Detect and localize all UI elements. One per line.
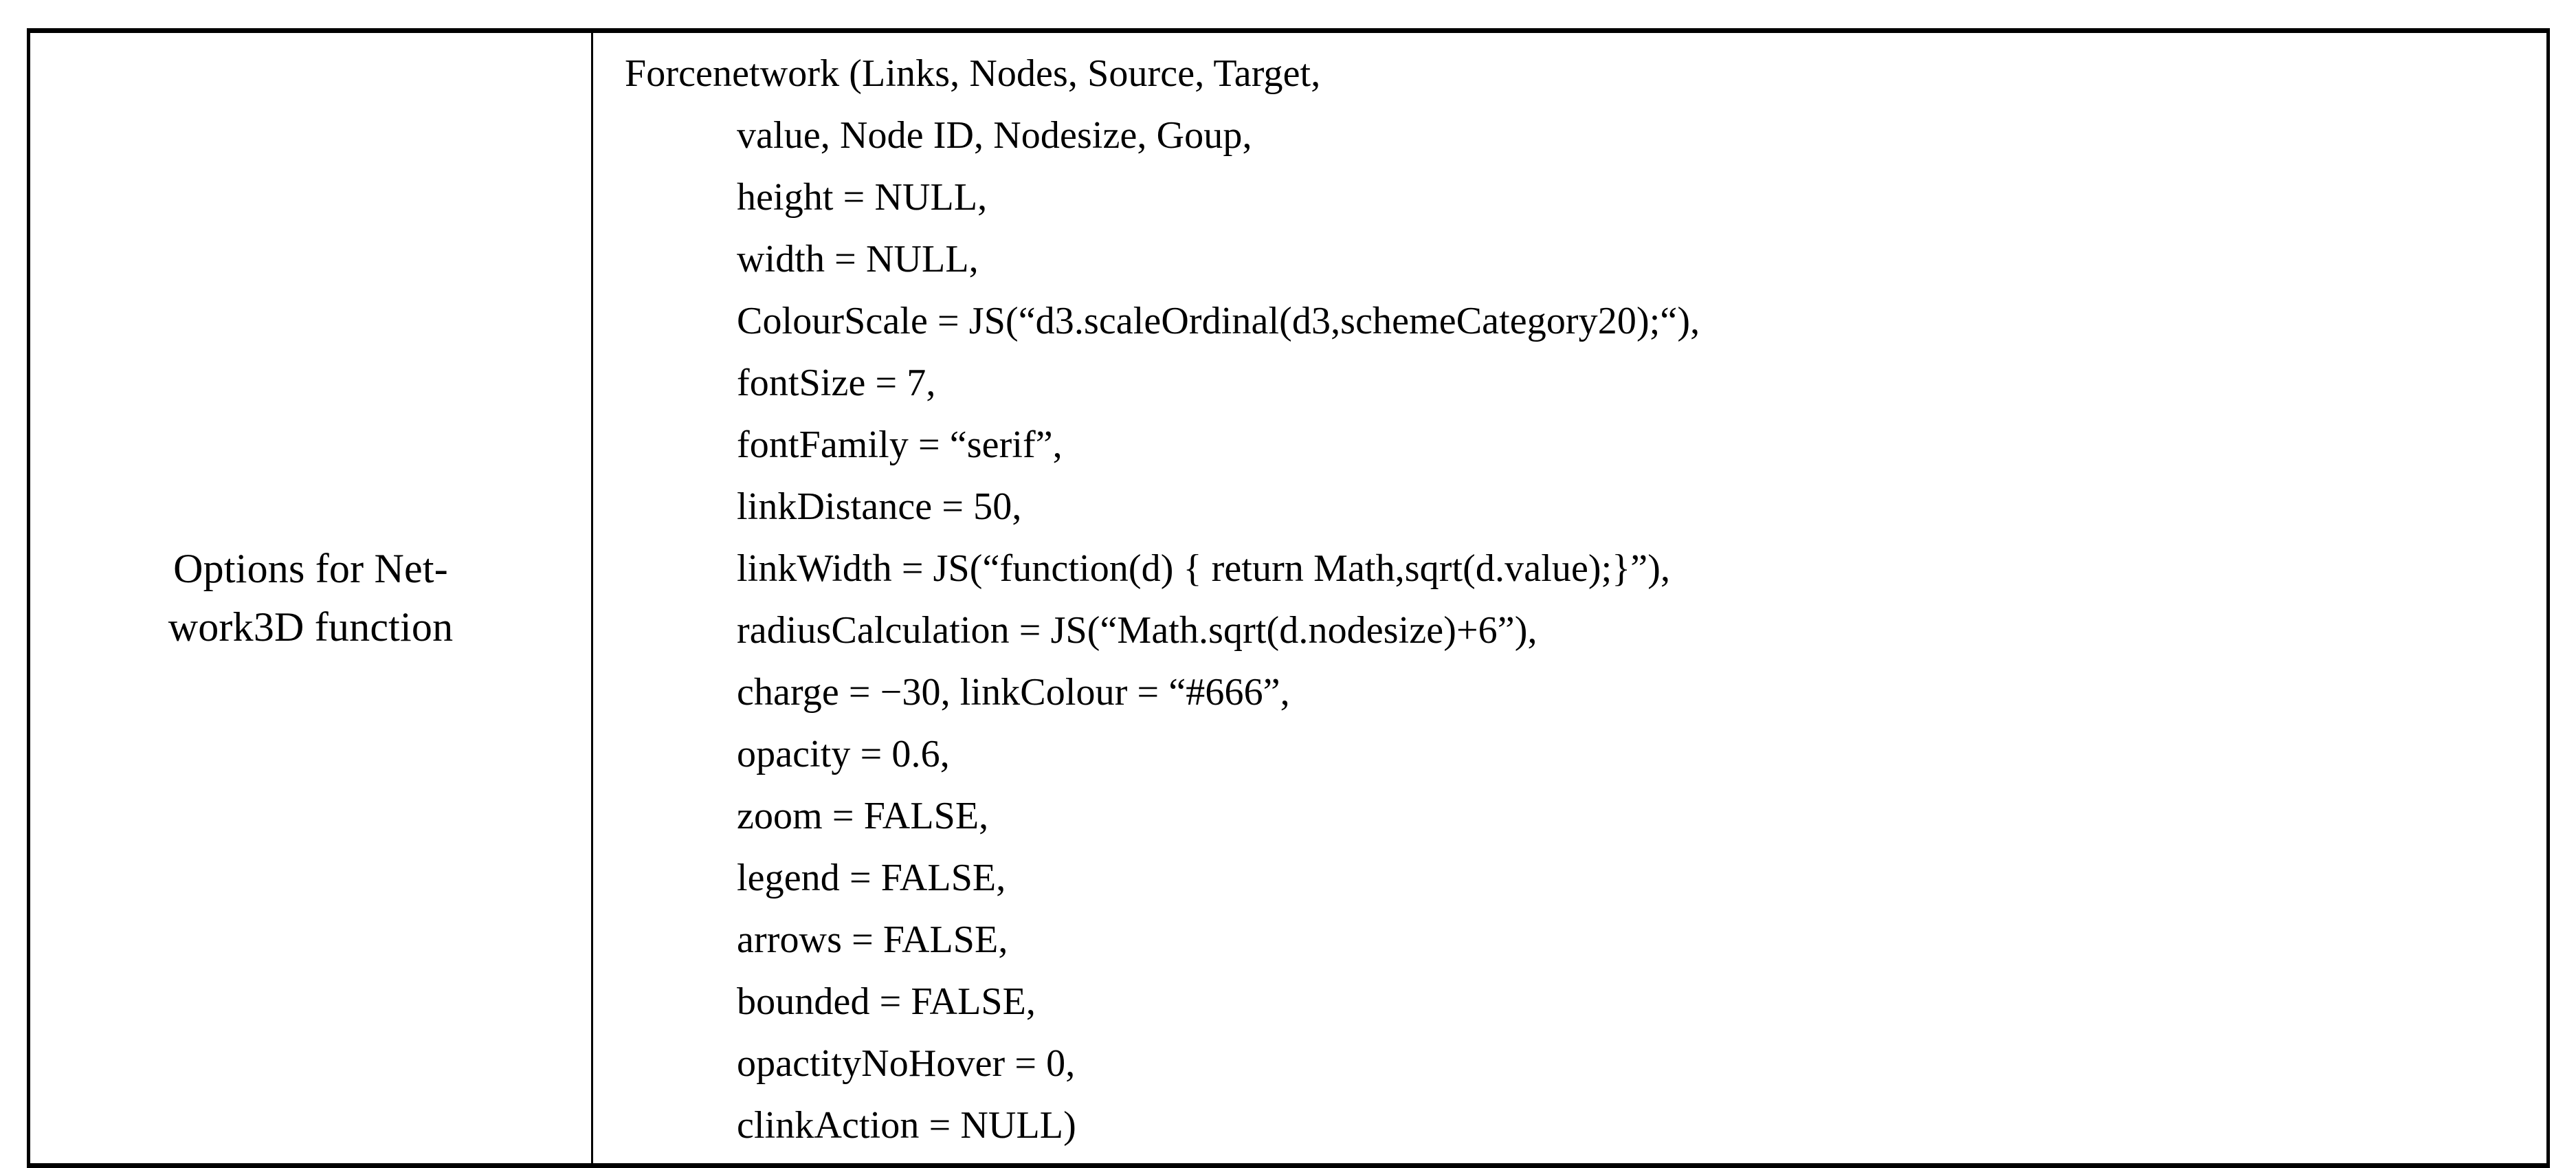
options-table: Options for Net- work3D function Forcene… — [27, 28, 2550, 1168]
code-line-6: fontSize = 7, — [737, 362, 936, 404]
code-line-18: clinkAction = NULL) — [737, 1104, 1076, 1147]
table-cell-code: Forcenetwork (Links, Nodes, Source, Targ… — [592, 30, 2550, 1166]
code-line-3: height = NULL, — [737, 176, 988, 219]
code-line-16: bounded = FALSE, — [737, 980, 1036, 1023]
code-line-17: opactityNoHover = 0, — [737, 1042, 1076, 1085]
code-line-10: radiusCalculation = JS(“Math.sqrt(d.node… — [737, 609, 1537, 652]
code-line-13: zoom = FALSE, — [737, 795, 989, 837]
table-row: Options for Net- work3D function Forcene… — [27, 30, 2550, 1166]
code-line-8: linkDistance = 50, — [737, 485, 1022, 528]
code-line-15: arrows = FALSE, — [737, 918, 1008, 961]
function-signature-block: Forcenetwork (Links, Nodes, Source, Targ… — [593, 33, 2546, 1163]
options-label-line-1: Options for Net- — [173, 545, 448, 591]
code-line-9: linkWidth = JS(“function(d) { return Mat… — [737, 547, 1671, 590]
code-line-4: width = NULL, — [737, 238, 979, 280]
code-line-1: Forcenetwork (Links, Nodes, Source, Targ… — [625, 52, 1321, 95]
options-label-line-2: work3D function — [168, 604, 454, 650]
code-line-12: opacity = 0.6, — [737, 733, 950, 775]
code-line-7: fontFamily = “serif”, — [737, 423, 1063, 466]
code-line-11: charge = −30, linkColour = “#666”, — [737, 671, 1290, 714]
code-line-2: value, Node ID, Nodesize, Goup, — [737, 114, 1252, 157]
code-line-14: legend = FALSE, — [737, 857, 1006, 899]
table-body: Options for Net- work3D function Forcene… — [27, 30, 2550, 1166]
table-cell-label: Options for Net- work3D function — [27, 30, 593, 1166]
code-line-5: ColourScale = JS(“d3.scaleOrdinal(d3,sch… — [737, 300, 1700, 342]
options-label: Options for Net- work3D function — [30, 540, 591, 657]
